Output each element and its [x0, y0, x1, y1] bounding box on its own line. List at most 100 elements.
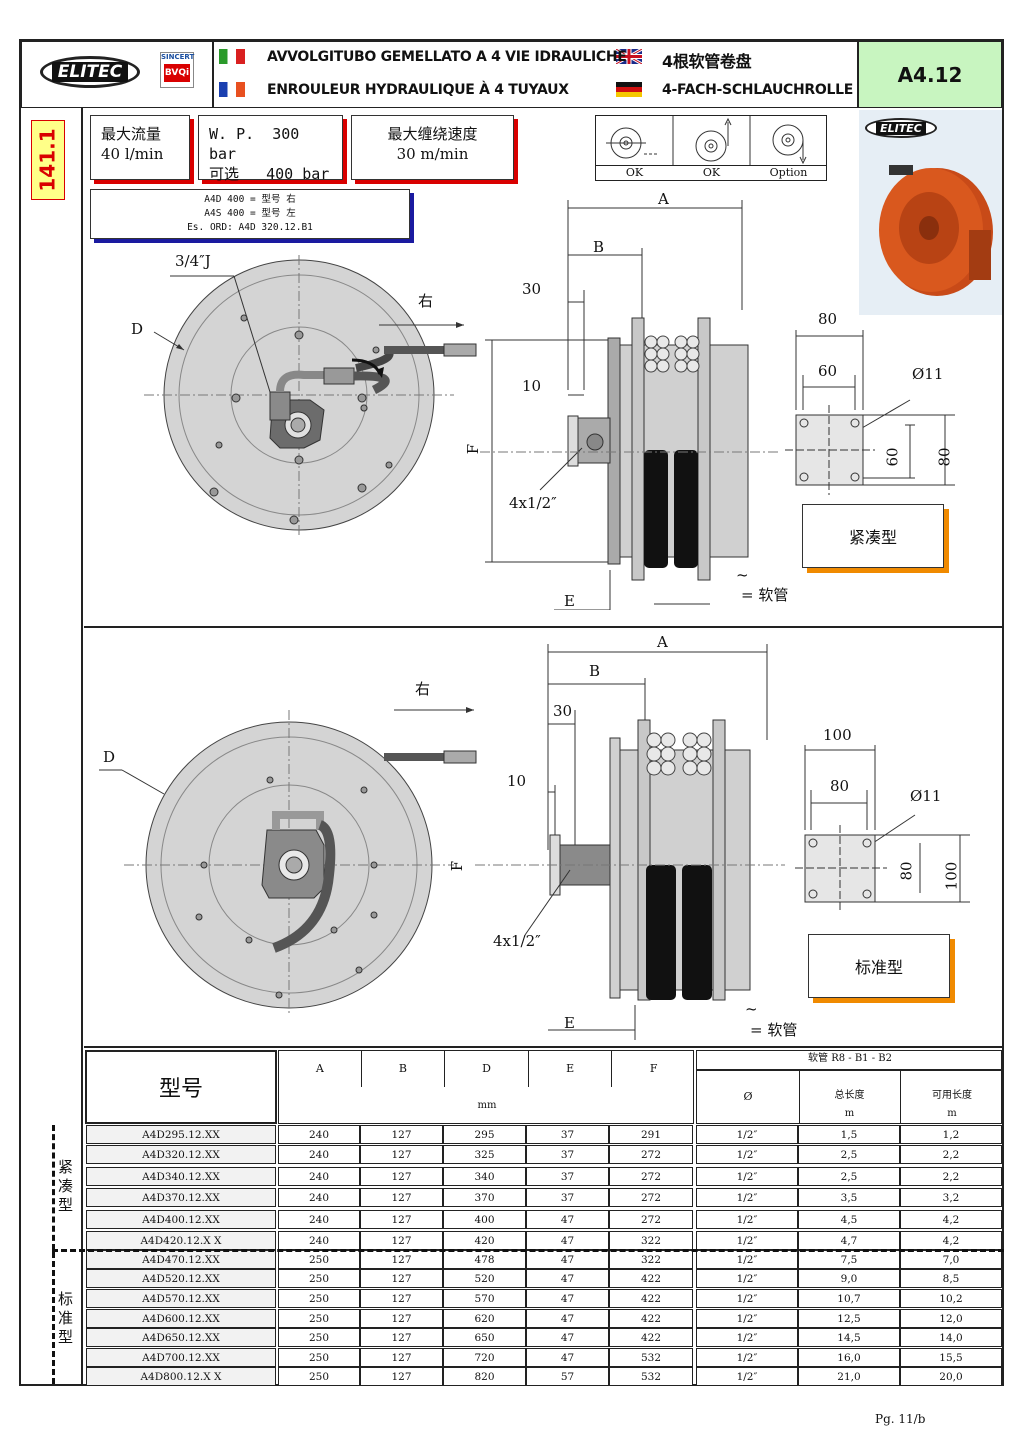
table-cell: 272 [609, 1188, 693, 1207]
model-header: 型号 [85, 1050, 277, 1124]
page-number: Pg. 11/b [875, 1412, 926, 1426]
compact-reel-front-view [480, 200, 780, 610]
table-cell: 12,5 [798, 1309, 900, 1328]
hole-diameter-label: Ø11 [912, 365, 944, 383]
table-cell: 20,0 [900, 1367, 1002, 1386]
table-cell: 127 [360, 1231, 443, 1250]
table-cell: 1,2 [900, 1125, 1002, 1144]
table-cell: 37 [526, 1145, 609, 1164]
title-chinese: 4根软管卷盘 [662, 52, 752, 71]
table-cell: 47 [526, 1210, 609, 1229]
diameter-d-label: D [103, 748, 116, 766]
dim-30-label: 30 [553, 702, 573, 720]
table-cell: 47 [526, 1231, 609, 1250]
table-cell: 422 [609, 1328, 693, 1347]
table-cell: 322 [609, 1250, 693, 1269]
fitting-label: 3/4″J [175, 252, 211, 270]
table-cell: 240 [278, 1125, 360, 1144]
mount-option-label: OK [673, 165, 750, 179]
group-divider [52, 1249, 1004, 1252]
table-cell: 7,5 [798, 1250, 900, 1269]
model-cell: A4D520.12.XX [86, 1269, 276, 1288]
left-column [21, 108, 83, 1384]
table-cell: 10,7 [798, 1289, 900, 1308]
table-cell: 4,2 [900, 1231, 1002, 1250]
tilde-mark: ~ [736, 566, 749, 584]
table-cell: 1/2″ [696, 1210, 798, 1229]
plate-hole-height-label: 80 [897, 861, 916, 881]
table-cell: 47 [526, 1250, 609, 1269]
dim-b-label: B [589, 662, 601, 680]
table-cell: 127 [360, 1167, 443, 1186]
table-cell: 9,0 [798, 1269, 900, 1288]
mount-option-label: OK [596, 165, 673, 179]
plate-width-label: 80 [818, 310, 838, 328]
table-cell: 1/2″ [696, 1145, 798, 1164]
table-cell: 4,7 [798, 1231, 900, 1250]
code-cell: A4.12 [858, 41, 1002, 108]
model-cell: A4D470.12.XX [86, 1250, 276, 1269]
model-cell: A4D570.12.XX [86, 1289, 276, 1308]
table-cell: 422 [609, 1269, 693, 1288]
table-cell: 400 [443, 1210, 526, 1229]
model-cell: A4D370.12.XX [86, 1188, 276, 1207]
table-cell: 1/2″ [696, 1328, 798, 1347]
model-cell: A4D700.12.XX [86, 1348, 276, 1367]
dim-a-label: A [658, 190, 669, 208]
france-flag-icon [219, 82, 245, 97]
table-cell: 1/2″ [696, 1309, 798, 1328]
plate-height-label: 80 [935, 447, 954, 467]
table-cell: 47 [526, 1348, 609, 1367]
standard-group-line [52, 1252, 57, 1384]
title-french: ENROULEUR HYDRAULIQUE À 4 TUYAUX [267, 82, 569, 98]
table-cell: 532 [609, 1367, 693, 1386]
table-cell: 1/2″ [696, 1289, 798, 1308]
table-cell: 15,5 [900, 1348, 1002, 1367]
plate-hole-width-label: 80 [830, 777, 850, 795]
model-cell: A4D400.12.XX [86, 1210, 276, 1229]
table-cell: 2,5 [798, 1167, 900, 1186]
plate-height-label: 100 [942, 861, 961, 891]
table-cell: 8,5 [900, 1269, 1002, 1288]
certification-logo: SINCERT BVQi [160, 52, 194, 88]
table-cell: 127 [360, 1289, 443, 1308]
table-cell: 650 [443, 1328, 526, 1347]
table-cell: 240 [278, 1188, 360, 1207]
mount-options: OK OK Option [595, 115, 827, 181]
table-cell: 420 [443, 1231, 526, 1250]
compact-drawing-panel [84, 108, 1002, 628]
model-cell: A4D800.12.X X [86, 1367, 276, 1386]
dim-10-label: 10 [522, 377, 542, 395]
model-cell: A4D600.12.XX [86, 1309, 276, 1328]
table-cell: 1/2″ [696, 1269, 798, 1288]
product-photo: ELITEC [859, 110, 1002, 315]
table-cell: 4,2 [900, 1210, 1002, 1229]
dim-a-label: A [657, 633, 668, 651]
table-cell: 250 [278, 1367, 360, 1386]
table-cell: 1/2″ [696, 1367, 798, 1386]
table-cell: 4,5 [798, 1210, 900, 1229]
model-cell: A4D320.12.XX [86, 1145, 276, 1164]
table-cell: 1/2″ [696, 1125, 798, 1144]
table-cell: 127 [360, 1250, 443, 1269]
table-cell: 37 [526, 1125, 609, 1144]
table-cell: 47 [526, 1309, 609, 1328]
title-cell [213, 41, 858, 108]
dim-e-label: E [564, 592, 575, 610]
table-cell: 127 [360, 1309, 443, 1328]
table-cell: 620 [443, 1309, 526, 1328]
table-cell: 47 [526, 1289, 609, 1308]
hose-label: = 软管 [750, 1021, 798, 1039]
table-cell: 532 [609, 1348, 693, 1367]
compact-group-line [52, 1125, 57, 1250]
table-cell: 570 [443, 1289, 526, 1308]
hole-diameter-label: Ø11 [910, 787, 942, 805]
table-cell: 820 [443, 1367, 526, 1386]
hose-label: = 软管 [741, 586, 789, 604]
tilde-mark: ~ [745, 1000, 758, 1018]
compact-type-box: 紧凑型 [802, 504, 944, 568]
model-cell: A4D340.12.XX [86, 1167, 276, 1186]
table-cell: 250 [278, 1309, 360, 1328]
table-cell: 7,0 [900, 1250, 1002, 1269]
